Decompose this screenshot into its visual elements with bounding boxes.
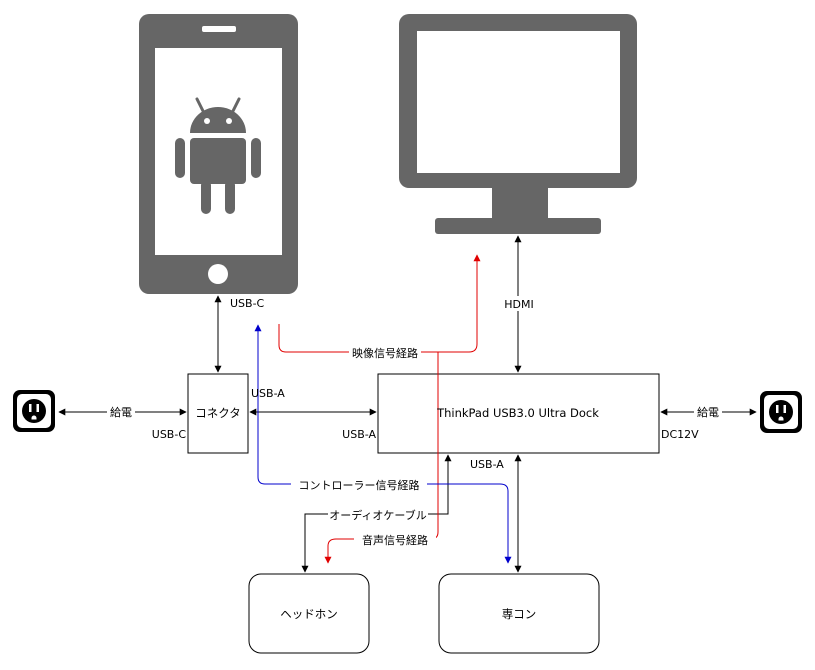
connector-usbc-port-label: USB-C — [152, 428, 187, 441]
dock-usba-left-port-label: USB-A — [342, 428, 376, 441]
power-outlet-icon — [760, 391, 802, 433]
audio-cable-label: オーディオケーブル — [329, 508, 427, 522]
headphones-label: ヘッドホン — [280, 607, 338, 621]
dock-usba-bottom-port-label: USB-A — [470, 458, 504, 471]
video-signal-path — [278, 254, 481, 353]
power-right-label: 給電 — [697, 405, 719, 419]
power-left-label: 給電 — [110, 405, 132, 419]
dock-dc-port-label: DC12V — [661, 428, 699, 441]
connector-usba-port-label: USB-A — [251, 387, 285, 400]
android-phone-icon — [139, 14, 298, 294]
controller-box — [438, 573, 600, 654]
controller-path-label: コントローラー信号経路 — [299, 479, 420, 492]
phone-usbc-port-label: USB-C — [230, 297, 265, 310]
video-path-label: 映像信号経路 — [352, 347, 418, 360]
power-outlet-icon — [13, 390, 55, 432]
connector-box — [187, 373, 249, 454]
controller-label: 専コン — [502, 607, 537, 621]
dock-label: ThinkPad USB3.0 Ultra Dock — [436, 406, 599, 420]
monitor-icon — [399, 14, 637, 234]
audio-path-label: 音声信号経路 — [362, 533, 428, 547]
connector-label: コネクタ — [195, 406, 241, 420]
dock-hdmi-port-label: HDMI — [504, 298, 533, 311]
headphones-box — [248, 573, 370, 654]
